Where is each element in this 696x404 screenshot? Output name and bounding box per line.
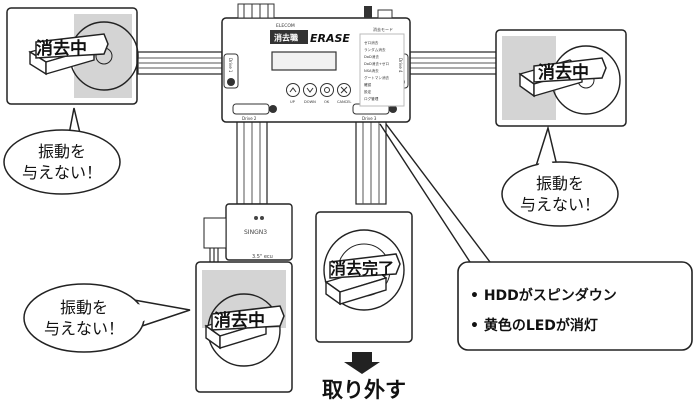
down-button-label: DOWN bbox=[304, 100, 316, 104]
adapter-text: SINGN3 bbox=[244, 229, 267, 236]
port-label-drive-3: Drive 3 bbox=[362, 116, 377, 121]
cancel-button-label: CANCEL bbox=[337, 100, 351, 104]
device-model-badge-text: 消去職 bbox=[274, 33, 298, 43]
menu-item: ゼロ消去 bbox=[364, 40, 379, 45]
bubble-left-top-text: 振動を与えない！ bbox=[21, 142, 102, 182]
menu-item: 設定 bbox=[364, 89, 372, 94]
menu-item: 確認 bbox=[364, 82, 372, 87]
up-button[interactable] bbox=[286, 83, 300, 97]
port-label-drive-4: Drive 4 bbox=[398, 58, 403, 73]
remove-label: 取り外す bbox=[322, 378, 406, 402]
hdd-top-left-status: 消去中 bbox=[36, 38, 87, 59]
led-drive-1 bbox=[227, 78, 235, 86]
ok-button-label: OK bbox=[324, 100, 330, 104]
sata-adapter bbox=[203, 203, 293, 261]
hdd-bottom-left bbox=[195, 261, 293, 393]
device-model-name: ERASE bbox=[310, 32, 350, 45]
ok-button[interactable] bbox=[320, 83, 334, 97]
menu-item: DoD消去 bbox=[364, 54, 379, 59]
port-drive-1 bbox=[223, 53, 239, 89]
cable-top-right bbox=[409, 51, 499, 75]
eraser-device bbox=[221, 3, 411, 123]
mode-panel bbox=[359, 33, 405, 107]
mode-header: 消去モード bbox=[373, 26, 393, 32]
callout-box bbox=[379, 123, 693, 351]
adapter-size-label: 3.5" ecu bbox=[252, 254, 273, 260]
hdd-top-left bbox=[6, 7, 139, 105]
bubble-right-text: 振動を与えない！ bbox=[519, 174, 600, 214]
callout-item-spindown: • HDDがスピンダウン bbox=[470, 288, 617, 304]
bubble-left-top bbox=[3, 107, 121, 195]
device-brand: ELECOM bbox=[276, 23, 295, 29]
hdd-right bbox=[495, 29, 627, 127]
port-drive-2 bbox=[232, 103, 270, 115]
port-label-drive-1: Drive 1 bbox=[228, 58, 233, 73]
menu-item: NSA消去 bbox=[364, 68, 379, 73]
led-drive-2 bbox=[269, 105, 277, 113]
port-label-drive-2: Drive 2 bbox=[242, 116, 257, 121]
hdd-done bbox=[315, 211, 413, 343]
cable-bottom-right bbox=[355, 117, 387, 205]
model-badge bbox=[270, 30, 308, 44]
down-button[interactable] bbox=[303, 83, 317, 97]
down-arrow-icon bbox=[344, 352, 380, 374]
menu-item: ログ管理 bbox=[364, 96, 379, 101]
hdd-done-status: 消去完了 bbox=[330, 259, 394, 278]
menu-item: DoD消去+ゼロ bbox=[364, 61, 390, 66]
lcd-display bbox=[271, 51, 337, 71]
bubble-left-bottom-text: 振動を与えない！ bbox=[43, 298, 124, 338]
menu-item: ランダム消去 bbox=[364, 47, 386, 52]
up-button-label: UP bbox=[290, 100, 296, 104]
menu-item: グートマン消去 bbox=[364, 75, 390, 80]
bubble-right bbox=[501, 125, 619, 227]
hdd-right-status: 消去中 bbox=[538, 62, 589, 83]
hdd-bottom-left-status: 消去中 bbox=[214, 310, 265, 331]
callout-item-led-off: • 黄色のLEDが消灯 bbox=[470, 318, 598, 334]
cable-bottom-left bbox=[236, 117, 268, 205]
led-drive-3 bbox=[389, 105, 397, 113]
callout-list: • HDDがスピンダウン • 黄色のLEDが消灯 bbox=[470, 281, 690, 341]
bubble-left-bottom bbox=[23, 283, 191, 353]
cable-top-left bbox=[137, 51, 223, 75]
